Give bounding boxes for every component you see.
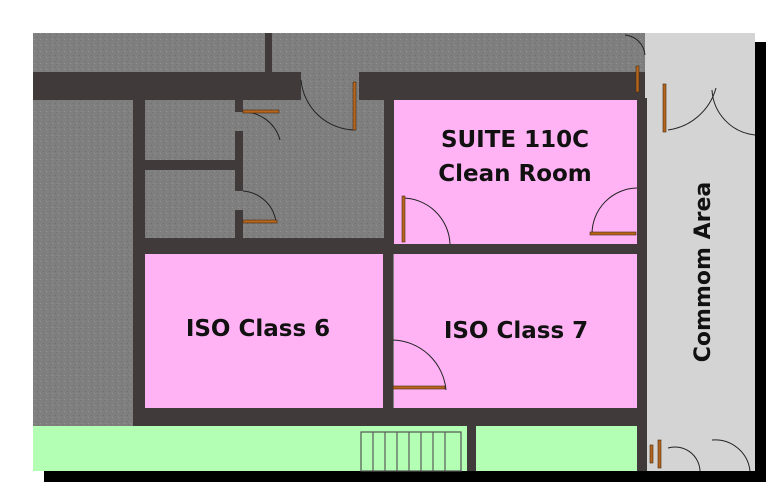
suite-110c-room — [392, 98, 638, 246]
iso-class-6-label: ISO Class 6 — [186, 316, 330, 342]
iso-class-6-room — [143, 254, 385, 408]
iso-class-7-label: ISO Class 7 — [444, 318, 588, 344]
lower-zone-stair — [355, 426, 467, 471]
iso-class-7-room — [394, 254, 638, 408]
walls — [33, 33, 647, 471]
door-leaves — [242, 65, 667, 469]
clean-room-label: Clean Room — [438, 161, 592, 187]
common-area-label: Commom Area — [691, 182, 716, 362]
stair-treads — [360, 431, 462, 472]
lower-zone-right — [476, 426, 638, 471]
suite-title-label: SUITE 110C — [441, 127, 589, 153]
lower-zone-left — [33, 426, 355, 471]
